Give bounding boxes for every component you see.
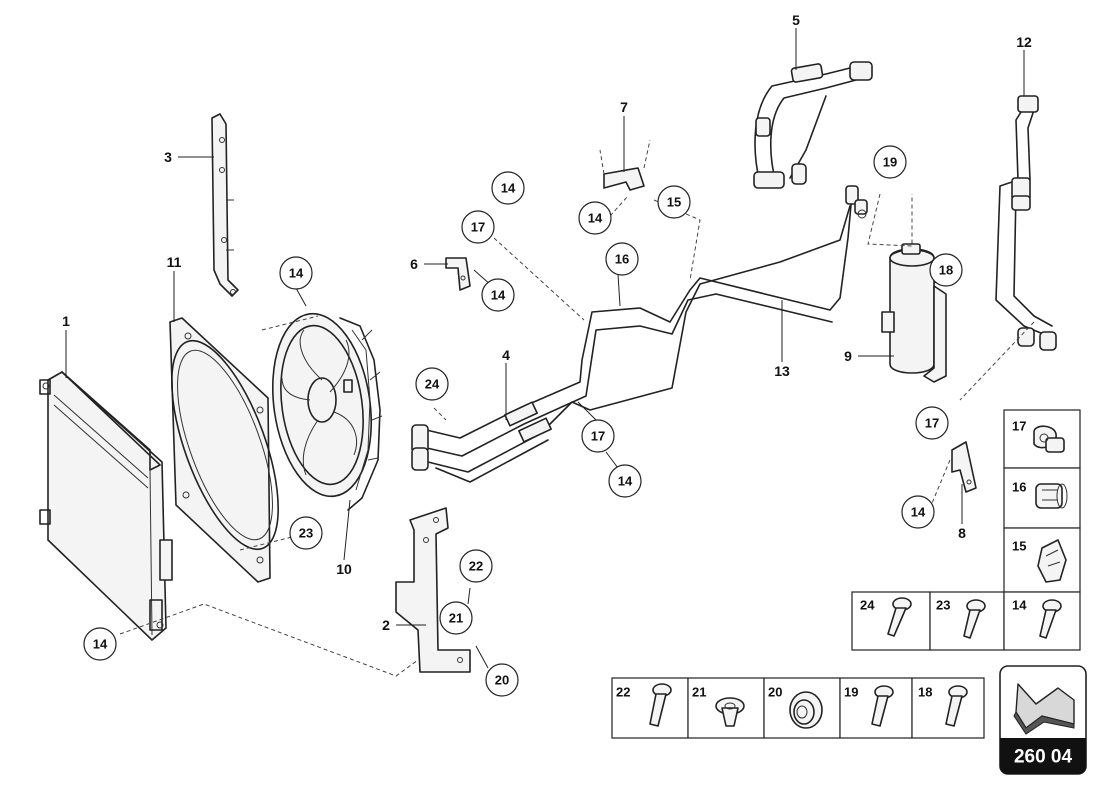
dashed-leaders	[119, 193, 1035, 677]
radiator-fan-part	[271, 312, 383, 511]
svg-text:21: 21	[449, 611, 463, 626]
direction-arrow-icon	[1013, 683, 1075, 735]
label-10: 10	[336, 561, 352, 577]
callout-17-low: 17	[581, 419, 615, 453]
svg-text:14: 14	[501, 181, 516, 196]
callout-20: 20	[485, 663, 519, 697]
legend-18: 18	[918, 685, 932, 700]
circled-callouts: 14 14 17 14 14 15 16 24	[83, 145, 963, 697]
condenser-part	[39, 371, 173, 641]
solid-leaders	[65, 28, 1025, 669]
upper-hose-part	[753, 61, 873, 189]
callout-18: 18	[929, 253, 963, 287]
legend-20: 20	[768, 685, 782, 700]
legend-22: 22	[616, 685, 630, 700]
callout-14-low: 14	[608, 464, 642, 498]
shroud-frame-part	[169, 317, 279, 583]
label-5: 5	[792, 12, 800, 28]
part-number-labels: 1 2 3 4 5 6 7 8 9 10 11 12 13	[62, 12, 1032, 633]
screw-icon	[649, 683, 672, 727]
callout-23: 23	[289, 516, 323, 550]
bracket-7-part	[599, 139, 651, 191]
label-12: 12	[1016, 34, 1032, 50]
hose-12-part	[995, 95, 1057, 351]
svg-text:14: 14	[491, 288, 506, 303]
receiver-drier-part	[881, 243, 947, 383]
svg-text:20: 20	[495, 673, 509, 688]
screw-icon	[871, 685, 894, 727]
svg-text:14: 14	[618, 474, 633, 489]
callout-24: 24	[415, 367, 449, 401]
svg-text:24: 24	[425, 377, 440, 392]
svg-text:15: 15	[667, 195, 681, 210]
legend-24: 24	[860, 598, 875, 613]
callout-22: 22	[459, 549, 493, 583]
screw-icon	[963, 599, 986, 639]
legend-23: 23	[936, 598, 950, 613]
callout-14-right: 14	[901, 495, 935, 529]
callout-14-bracket6: 14	[481, 278, 515, 312]
svg-text:14: 14	[588, 211, 603, 226]
grommet-icon	[789, 691, 823, 729]
refrigerant-pipe-part	[411, 185, 868, 483]
callout-15: 15	[657, 185, 691, 219]
hose-clip-icon	[1033, 425, 1065, 453]
label-7: 7	[620, 99, 628, 115]
callout-14-fan: 14	[279, 256, 313, 290]
callout-21: 21	[439, 601, 473, 635]
bracket-8-part	[951, 441, 977, 493]
upper-bracket-part	[211, 113, 239, 297]
lower-bracket-part	[395, 507, 471, 673]
callout-19: 19	[873, 145, 907, 179]
label-6: 6	[410, 256, 418, 272]
callout-17-right: 17	[915, 406, 949, 440]
legend-17: 17	[1012, 419, 1026, 434]
spring-clip-icon	[1037, 539, 1067, 583]
callout-14-top: 14	[491, 171, 525, 205]
svg-text:17: 17	[925, 416, 939, 431]
screw-icon	[945, 685, 968, 727]
svg-text:23: 23	[299, 526, 313, 541]
label-3: 3	[164, 149, 172, 165]
svg-text:16: 16	[615, 252, 629, 267]
legend-14: 14	[1012, 598, 1027, 613]
callout-16: 16	[605, 242, 639, 276]
callout-14-bracket7: 14	[578, 201, 612, 235]
label-11: 11	[167, 254, 182, 270]
svg-text:17: 17	[471, 220, 485, 235]
label-13: 13	[774, 363, 790, 379]
legend-bottom-row: 22 21 20 19 18	[611, 677, 985, 739]
svg-text:19: 19	[883, 155, 897, 170]
legend-16: 16	[1012, 480, 1026, 495]
svg-text:14: 14	[93, 637, 108, 652]
legend-19: 19	[844, 685, 858, 700]
label-4: 4	[502, 347, 510, 363]
svg-text:14: 14	[289, 266, 304, 281]
sleeve-clip-icon	[1035, 483, 1068, 509]
legend-mid-row: 24 23 14	[851, 591, 1081, 651]
callout-14-left: 14	[83, 627, 117, 661]
label-2: 2	[382, 617, 390, 633]
diagram-code: 260 04	[1014, 747, 1073, 768]
bracket-6-part	[445, 257, 471, 291]
svg-text:17: 17	[591, 429, 605, 444]
legend-15: 15	[1012, 539, 1026, 554]
legend-21: 21	[692, 685, 706, 700]
label-1: 1	[62, 313, 70, 329]
svg-text:18: 18	[939, 263, 953, 278]
legend-right-column: 17 16 15	[1003, 409, 1081, 593]
svg-text:14: 14	[911, 505, 926, 520]
screw-icon	[887, 597, 912, 637]
label-8: 8	[958, 525, 966, 541]
label-9: 9	[844, 348, 852, 364]
screw-icon	[1039, 599, 1062, 639]
diagram-code-badge: 260 04	[999, 665, 1087, 775]
callout-17-mid: 17	[461, 210, 495, 244]
svg-text:22: 22	[469, 559, 483, 574]
washer-icon	[715, 697, 745, 727]
